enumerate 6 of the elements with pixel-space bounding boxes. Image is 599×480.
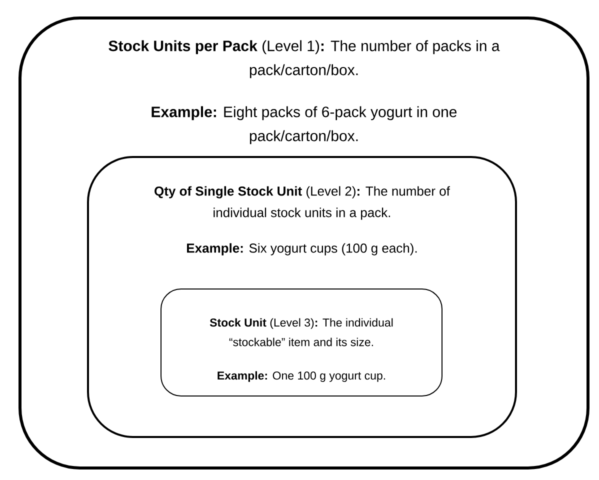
definition-text: Stock Units per Pack (Level 1): The number of packs in a pack/carton/box. [108,40,500,78]
example-text: Example: Eight packs of 6-pack yogurt in one pack/carton/box. [152,106,457,144]
definition-text: Stock Unit (Level 3): The individual “stockable” item and its size. [210,318,393,346]
definition-text: Qty of Single Stock Unit (Level 2): The number of individual stock units in a pack. [154,186,450,220]
example-text: Example: Six yogurt cups (100 g each). [187,243,417,256]
example-text: Example: One 100 g yogurt cup. [218,371,386,382]
